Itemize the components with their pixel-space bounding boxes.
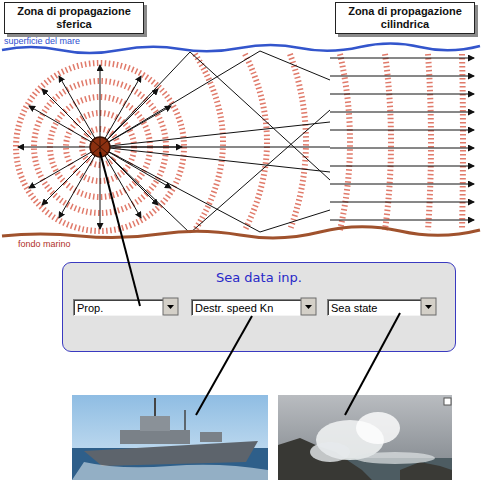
rock bbox=[400, 462, 452, 480]
ship-superstructure bbox=[200, 432, 222, 442]
ray-arrow bbox=[42, 89, 100, 147]
zone-label-box: Zona di propagazione cilindrica bbox=[335, 2, 475, 34]
reflected-ray bbox=[100, 52, 330, 180]
leader-line bbox=[196, 316, 252, 415]
dropdown-arrow bbox=[167, 305, 174, 309]
cylindrical-wavefronts bbox=[195, 54, 463, 230]
reflected-ray bbox=[100, 51, 330, 147]
plane-rays bbox=[330, 58, 474, 220]
ray-arrow bbox=[330, 130, 474, 131]
ray-arrow bbox=[330, 148, 474, 149]
input-panel: Sea data inp. Prop. Destr. speed Kn Sea sta… bbox=[62, 262, 456, 352]
reflected-ray bbox=[100, 122, 330, 147]
leader-lines bbox=[100, 152, 400, 415]
sea-spray bbox=[356, 412, 400, 444]
zone-label-box: Zona di propagazione sferica bbox=[4, 2, 144, 34]
sea-foam bbox=[355, 452, 435, 464]
ship-hull bbox=[84, 441, 258, 466]
dropdown-field: Destr. speed Kn bbox=[191, 299, 302, 316]
surface-label: superficie del mare bbox=[4, 36, 80, 46]
ship-mast bbox=[154, 398, 156, 416]
ray-arrow bbox=[42, 147, 100, 205]
wavefront-arc bbox=[340, 54, 350, 230]
ship-mast bbox=[184, 410, 186, 430]
reflected-ray bbox=[100, 147, 330, 148]
dropdown-button bbox=[421, 298, 436, 315]
node-text: Zona di propagazione cilindrica bbox=[336, 5, 474, 31]
ray-arrow bbox=[330, 166, 474, 167]
dropdown-field: Prop. bbox=[73, 299, 164, 316]
node-text: Prop. bbox=[74, 300, 164, 316]
node-text: Destr. speed Kn bbox=[192, 300, 302, 316]
source-hatch bbox=[93, 137, 107, 157]
ray-arrow bbox=[18, 147, 100, 148]
reflected-rays bbox=[100, 51, 330, 233]
dropdown-button bbox=[301, 298, 316, 315]
storm-photo bbox=[278, 395, 452, 480]
reflected-ray bbox=[100, 147, 330, 172]
node-text: Zona di propagazione sferica bbox=[5, 5, 143, 31]
corner-marker bbox=[444, 398, 451, 405]
ray-arrow bbox=[330, 58, 474, 59]
dropdown-arrow bbox=[305, 305, 312, 309]
ship-superstructure bbox=[120, 430, 190, 444]
ray-arrow bbox=[330, 202, 474, 203]
seabed-label: fondo marino bbox=[18, 239, 71, 249]
ray-arrow bbox=[330, 184, 474, 185]
wavefront-arc bbox=[462, 54, 463, 230]
ray-arrow bbox=[330, 112, 474, 113]
reflected-ray bbox=[100, 110, 330, 233]
photo-sky bbox=[72, 395, 268, 480]
leader-line bbox=[100, 152, 140, 306]
wavefront-arc bbox=[385, 54, 391, 230]
ray-arrow bbox=[100, 147, 101, 229]
ray-arrow bbox=[100, 65, 101, 147]
ship-photo bbox=[72, 395, 268, 480]
seabed-line bbox=[2, 227, 480, 238]
wavefront-arc bbox=[195, 54, 223, 230]
ship-wake bbox=[72, 462, 268, 480]
node-text: Sea state bbox=[328, 300, 422, 316]
reflected-ray bbox=[100, 147, 330, 232]
wavefront-arc bbox=[428, 54, 431, 230]
wavefront-arc bbox=[245, 54, 267, 230]
photo-sky bbox=[278, 395, 452, 480]
dropdown-arrow bbox=[425, 305, 432, 309]
node-text: Sea data inp. bbox=[63, 270, 455, 285]
leader-line bbox=[345, 313, 400, 415]
wavefront-arc bbox=[290, 54, 306, 230]
dropdown-buttons bbox=[163, 298, 436, 315]
ray-arrow bbox=[330, 220, 474, 221]
dropdown-field: Sea state bbox=[327, 299, 422, 316]
sound-source bbox=[90, 137, 110, 157]
ray-arrow bbox=[330, 94, 474, 95]
sea-spray bbox=[310, 442, 350, 462]
ship-superstructure bbox=[140, 416, 170, 431]
dropdown-button bbox=[163, 298, 178, 315]
ray-arrow bbox=[330, 76, 474, 77]
